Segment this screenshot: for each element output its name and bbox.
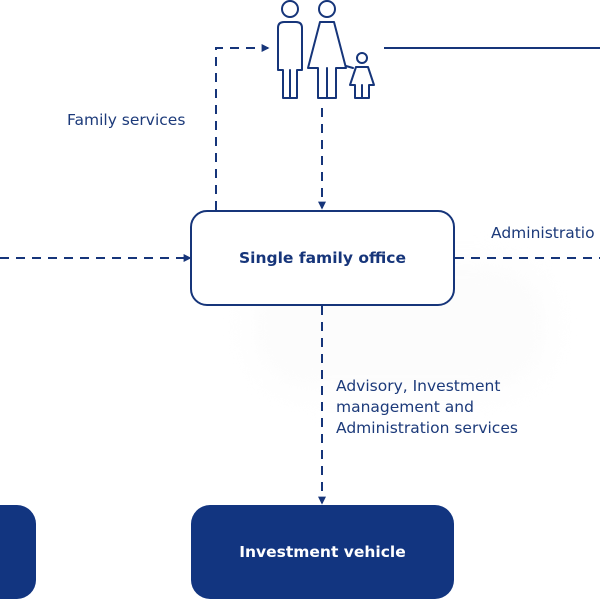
connector-family-services — [215, 44, 270, 210]
family-icon — [277, 0, 375, 99]
investment-vehicle-node: Investment vehicle — [191, 505, 454, 599]
mother-figure — [307, 0, 347, 99]
offscreen-left-node — [0, 505, 36, 599]
administration-label: Administratio — [491, 224, 595, 242]
family-services-label: Family services — [67, 111, 186, 129]
single-family-office-label: Single family office — [239, 249, 406, 267]
advisory-label: Advisory, Investment management and Admi… — [336, 377, 518, 437]
investment-vehicle-label: Investment vehicle — [239, 543, 406, 561]
father-figure — [277, 0, 303, 99]
child-figure — [345, 52, 375, 99]
single-family-office-node: Single family office — [190, 210, 455, 306]
